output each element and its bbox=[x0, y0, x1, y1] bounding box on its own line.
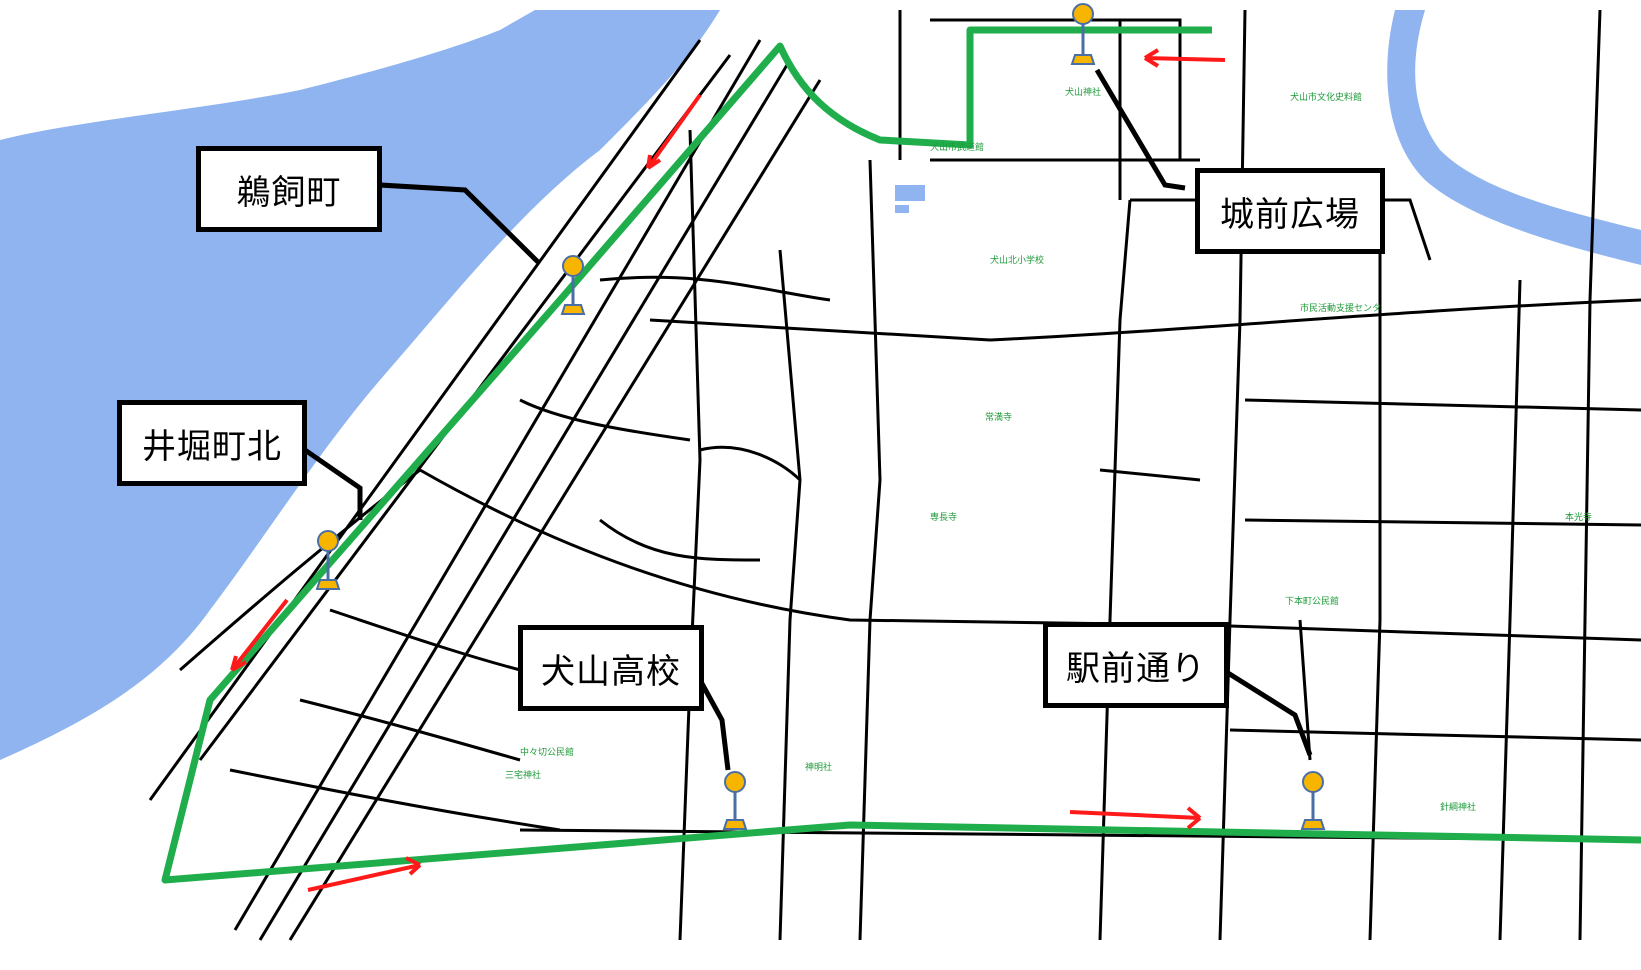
callout-inuyama-koko: 犬山高校 bbox=[518, 625, 704, 711]
callout-jozen-hiroba: 城前広場 bbox=[1195, 168, 1385, 254]
callout-leaders bbox=[303, 68, 1313, 771]
callout-ihorimachi-kita: 井堀町北 bbox=[117, 400, 307, 486]
map-label: 三宅神社 bbox=[505, 769, 541, 781]
callout-label: 城前広場 bbox=[1220, 194, 1360, 235]
buildings bbox=[895, 185, 925, 213]
map-label: 神明社 bbox=[805, 761, 832, 773]
callout-label: 鵜飼町 bbox=[236, 172, 342, 213]
bus-stop-marker-inuyama-koko[interactable] bbox=[722, 771, 748, 830]
map-label: 本光寺 bbox=[1565, 511, 1592, 523]
callout-label: 駅前通り bbox=[1066, 648, 1206, 689]
map-label: 犬山市武道館 bbox=[930, 141, 984, 153]
map-label: 犬山市文化史料館 bbox=[1290, 91, 1362, 103]
road-network bbox=[148, 9, 1641, 941]
map-label: 犬山神社 bbox=[1065, 86, 1101, 98]
callout-ekimae-dori: 駅前通り bbox=[1043, 622, 1229, 708]
map-label: 下本町公民館 bbox=[1285, 595, 1339, 607]
river-east bbox=[1387, 10, 1641, 265]
map-label: 市民活動支援センタ bbox=[1300, 302, 1381, 314]
direction-arrows bbox=[230, 48, 1226, 892]
map-label: 針綱神社 bbox=[1440, 801, 1476, 813]
callout-ukaimachi: 鵜飼町 bbox=[196, 146, 382, 232]
kiso-river bbox=[0, 10, 720, 760]
map-label: 常満寺 bbox=[985, 411, 1012, 423]
map-label: 専長寺 bbox=[930, 511, 957, 523]
bus-route-line bbox=[161, 26, 1641, 884]
callout-label: 井堀町北 bbox=[142, 426, 282, 467]
bus-stop-marker-ukai[interactable] bbox=[560, 255, 586, 315]
bus-stop-marker-jozen[interactable] bbox=[1070, 3, 1096, 65]
bus-stop-marker-ihori[interactable] bbox=[315, 530, 341, 590]
map-labels: 犬山北小学校 市民活動支援センタ 常満寺 専長寺 犬山神社 中々切公民館 三宅神… bbox=[505, 86, 1592, 813]
map-label: 中々切公民館 bbox=[520, 746, 574, 758]
map-label: 犬山北小学校 bbox=[990, 254, 1044, 266]
callout-label: 犬山高校 bbox=[541, 651, 681, 692]
bus-stop-marker-ekimae[interactable] bbox=[1300, 771, 1326, 830]
